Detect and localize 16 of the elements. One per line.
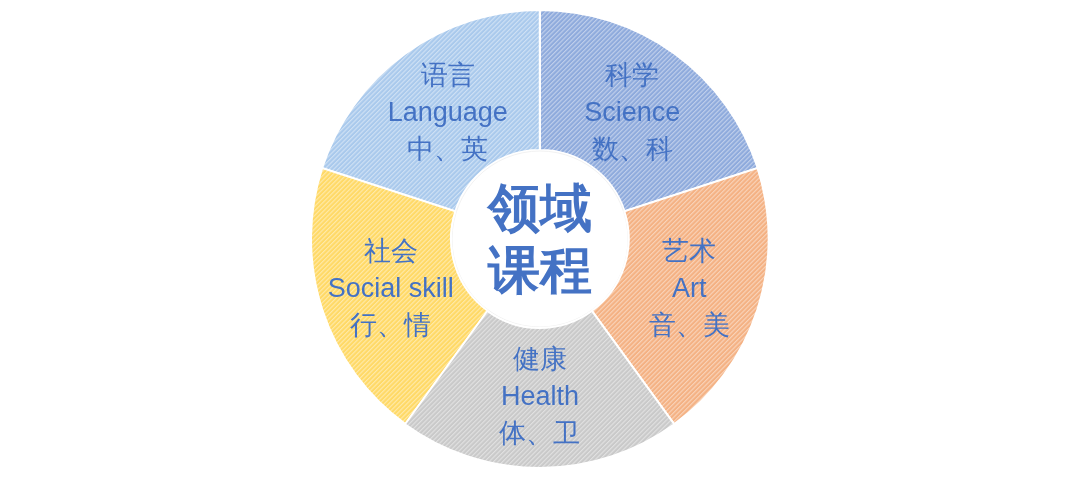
area-title: 艺术	[662, 234, 717, 267]
center-title: 领域课程	[485, 177, 593, 301]
area-title: 健康	[513, 342, 567, 376]
english-title: Language	[387, 95, 508, 129]
area-title: 科学	[605, 58, 660, 92]
english-title: Health	[500, 379, 579, 413]
subject-list: 行、情	[350, 306, 432, 343]
english-title: Art	[672, 271, 707, 304]
area-title: 社会	[363, 234, 418, 267]
english-title: Social skill	[327, 271, 454, 304]
area-title: 语言	[420, 58, 475, 92]
subject-list: 体、卫	[499, 414, 581, 452]
subject-list: 数、科	[591, 130, 673, 168]
subject-list: 中、英	[407, 130, 489, 168]
english-title: Science	[584, 95, 681, 129]
subject-list: 音、美	[648, 306, 730, 343]
